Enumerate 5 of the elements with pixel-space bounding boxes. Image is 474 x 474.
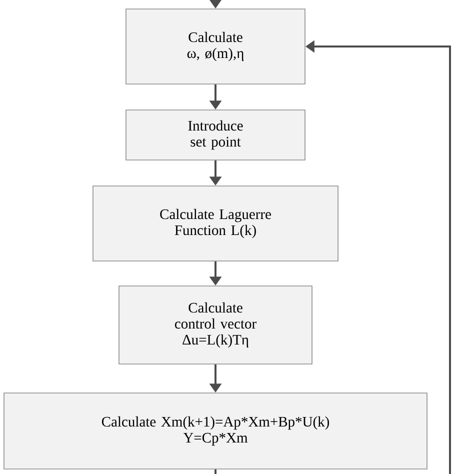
process-box: Calculate control vector Δu=L(k)Tη (118, 286, 312, 364)
process-box: Introduce set point (126, 110, 306, 160)
process-box: Calculate Laguerre Function L(k) (92, 186, 338, 262)
process-box: Calculate Xm(k+1)=Ap*Xm+Bp*U(k) Y=Cp*Xm (4, 392, 428, 470)
process-box: Calculate ω, ø(m),η (126, 8, 306, 84)
